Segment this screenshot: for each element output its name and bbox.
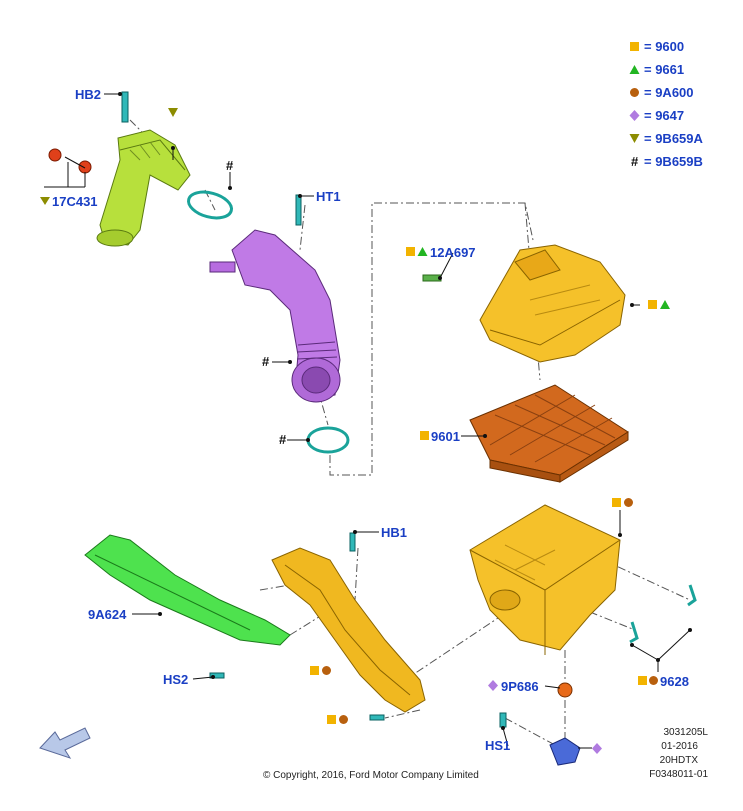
square-icon xyxy=(420,431,429,440)
callout-hs1: HS1 xyxy=(485,738,510,753)
grommet-9p686 xyxy=(557,682,573,698)
square-icon xyxy=(630,42,639,51)
legend-9661: = 9661 xyxy=(644,62,684,77)
callout-9628: 9628 xyxy=(660,674,689,689)
hash-icon: # xyxy=(226,158,234,173)
circle-icon xyxy=(624,498,633,507)
retaining-clips xyxy=(629,584,697,644)
triangle-up-icon xyxy=(629,65,640,74)
circle-icon xyxy=(339,715,348,724)
square-icon xyxy=(406,247,415,256)
triangle-up-icon xyxy=(660,300,670,309)
legend: = 9600 = 9661 = 9A600 = 9647 = 9B659A # … xyxy=(629,39,704,169)
square-icon xyxy=(612,498,621,507)
hash-icon: # xyxy=(279,432,287,447)
legend-9a600: = 9A600 xyxy=(644,85,694,100)
diamond-icon xyxy=(592,743,602,754)
triangle-down-icon xyxy=(40,197,50,205)
air-hose xyxy=(209,229,341,403)
footer-code-2: 01-2016 xyxy=(661,741,698,752)
footer-code-1: 3031205L xyxy=(664,727,709,738)
callout-9601: 9601 xyxy=(431,429,460,444)
legend-9b659a: = 9B659A xyxy=(644,131,704,146)
triangle-down-icon xyxy=(168,108,178,117)
hash-icon: # xyxy=(262,354,270,369)
diamond-icon xyxy=(488,680,498,691)
footer-code-4: F0348011-01 xyxy=(649,769,708,780)
callout-12a697: 12A697 xyxy=(430,245,476,260)
air-inlet-duct xyxy=(271,547,426,713)
air-cleaner-housing xyxy=(469,504,621,655)
callout-9a624: 9A624 xyxy=(88,607,127,622)
callout-leaders xyxy=(44,93,691,749)
square-icon xyxy=(648,300,657,309)
callout-ht1: HT1 xyxy=(316,189,341,204)
legend-9600: = 9600 xyxy=(644,39,684,54)
circle-icon xyxy=(630,88,639,97)
square-icon xyxy=(310,666,319,675)
air-cleaner-cover xyxy=(479,244,626,363)
copyright-text: © Copyright, 2016, Ford Motor Company Li… xyxy=(263,770,479,781)
square-icon xyxy=(638,676,647,685)
bracket-mount xyxy=(549,737,581,766)
legend-9b659b: = 9B659B xyxy=(644,154,703,169)
circle-icon xyxy=(322,666,331,675)
circle-icon xyxy=(649,676,658,685)
front-direction-arrow-icon xyxy=(39,727,91,759)
callout-dots xyxy=(118,92,692,730)
intake-elbow-17c431 xyxy=(96,129,191,247)
callout-9p686: 9P686 xyxy=(501,679,539,694)
callout-17c431: 17C431 xyxy=(52,194,98,209)
air-duct-9a624 xyxy=(84,534,291,646)
callout-hb2: HB2 xyxy=(75,87,101,102)
hash-icon: # xyxy=(631,154,639,169)
triangle-down-icon xyxy=(629,134,640,143)
callout-hs2: HS2 xyxy=(163,672,188,687)
grommets xyxy=(48,148,92,174)
diamond-icon xyxy=(629,110,640,121)
legend-9647: = 9647 xyxy=(644,108,684,123)
footer-code-3: 20HDTX xyxy=(660,755,699,766)
square-icon xyxy=(327,715,336,724)
triangle-up-icon xyxy=(417,247,428,256)
callout-hb1: HB1 xyxy=(381,525,407,540)
air-filter-element-9601 xyxy=(469,384,629,483)
